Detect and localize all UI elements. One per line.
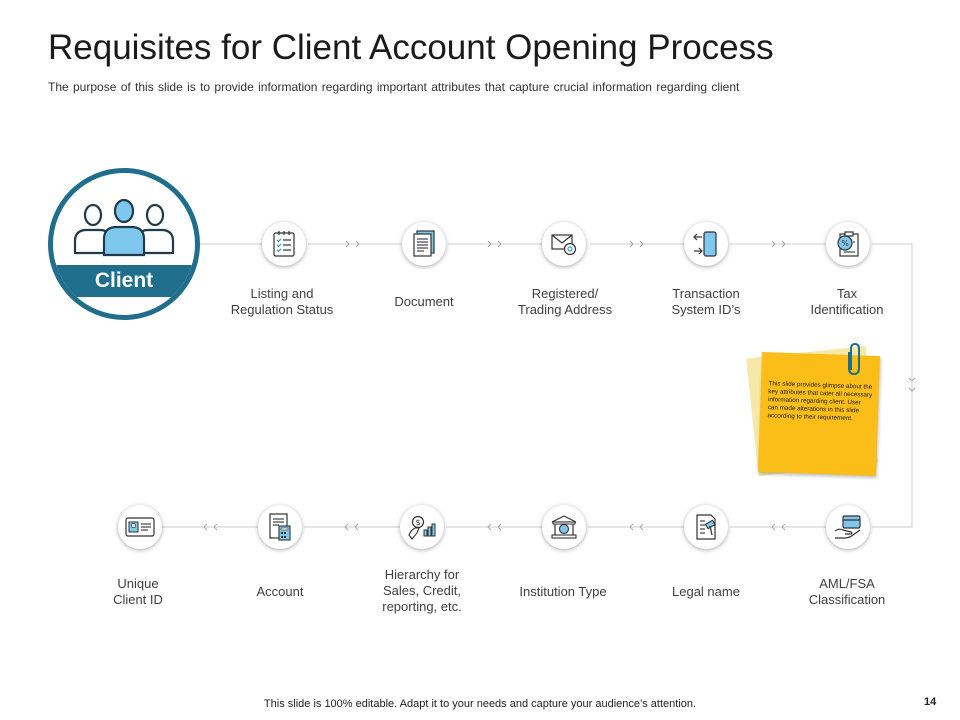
- footer-text: This slide is 100% editable. Adapt it to…: [263, 698, 697, 710]
- step-unique-client-id-node: [118, 505, 162, 549]
- legal-document-icon: [696, 514, 716, 540]
- id-card-icon: [125, 517, 155, 537]
- money-chart-icon: $: [408, 515, 436, 540]
- step-listing-regulation-node: [262, 222, 306, 266]
- card-in-hand-icon: [834, 515, 861, 539]
- step-aml-fsa-node: [826, 505, 870, 549]
- step-registered-address-label: Registered/Trading Address: [517, 286, 613, 317]
- slide-subtitle: The purpose of this slide is to provide …: [48, 80, 740, 94]
- step-institution-type-node: [542, 505, 586, 549]
- step-hierarchy-node: $: [400, 505, 444, 549]
- phone-transfer-icon: [693, 231, 717, 257]
- step-document-node: [402, 222, 446, 266]
- step-transaction-system-node: [684, 222, 728, 266]
- tax-clipboard-icon: %: [837, 231, 859, 257]
- step-institution-type-label: Institution Type: [519, 584, 607, 599]
- step-legal-name-node: [684, 505, 728, 549]
- sticky-note-text: This slide provides glimpse about the ke…: [767, 380, 873, 423]
- step-registered-address-node: [542, 222, 586, 266]
- step-legal-name-label: Legal name: [672, 584, 740, 599]
- bank-icon: [551, 515, 577, 539]
- checklist-icon: [273, 231, 295, 257]
- paperclip-icon: [848, 342, 860, 376]
- slide-title: Requisites for Client Account Opening Pr…: [48, 28, 774, 67]
- svg-text:%: %: [841, 239, 849, 248]
- step-document-label: Document: [394, 294, 454, 309]
- client-band: [53, 265, 195, 297]
- document-icon: [413, 230, 435, 257]
- step-account-label: Account: [256, 584, 304, 599]
- page-number: 14: [924, 696, 937, 708]
- client-label: Client: [94, 269, 154, 292]
- calculator-document-icon: [269, 513, 291, 541]
- client-circle: Client: [48, 168, 200, 320]
- chevron-arrows: [203, 240, 916, 531]
- svg-text:$: $: [415, 518, 420, 527]
- step-tax-identification-node: %: [826, 222, 870, 266]
- email-address-icon: [551, 234, 577, 256]
- step-account-node: [258, 505, 302, 549]
- sticky-note: This slide provides glimpse about the ke…: [746, 342, 884, 480]
- users-group-icon: [73, 199, 175, 257]
